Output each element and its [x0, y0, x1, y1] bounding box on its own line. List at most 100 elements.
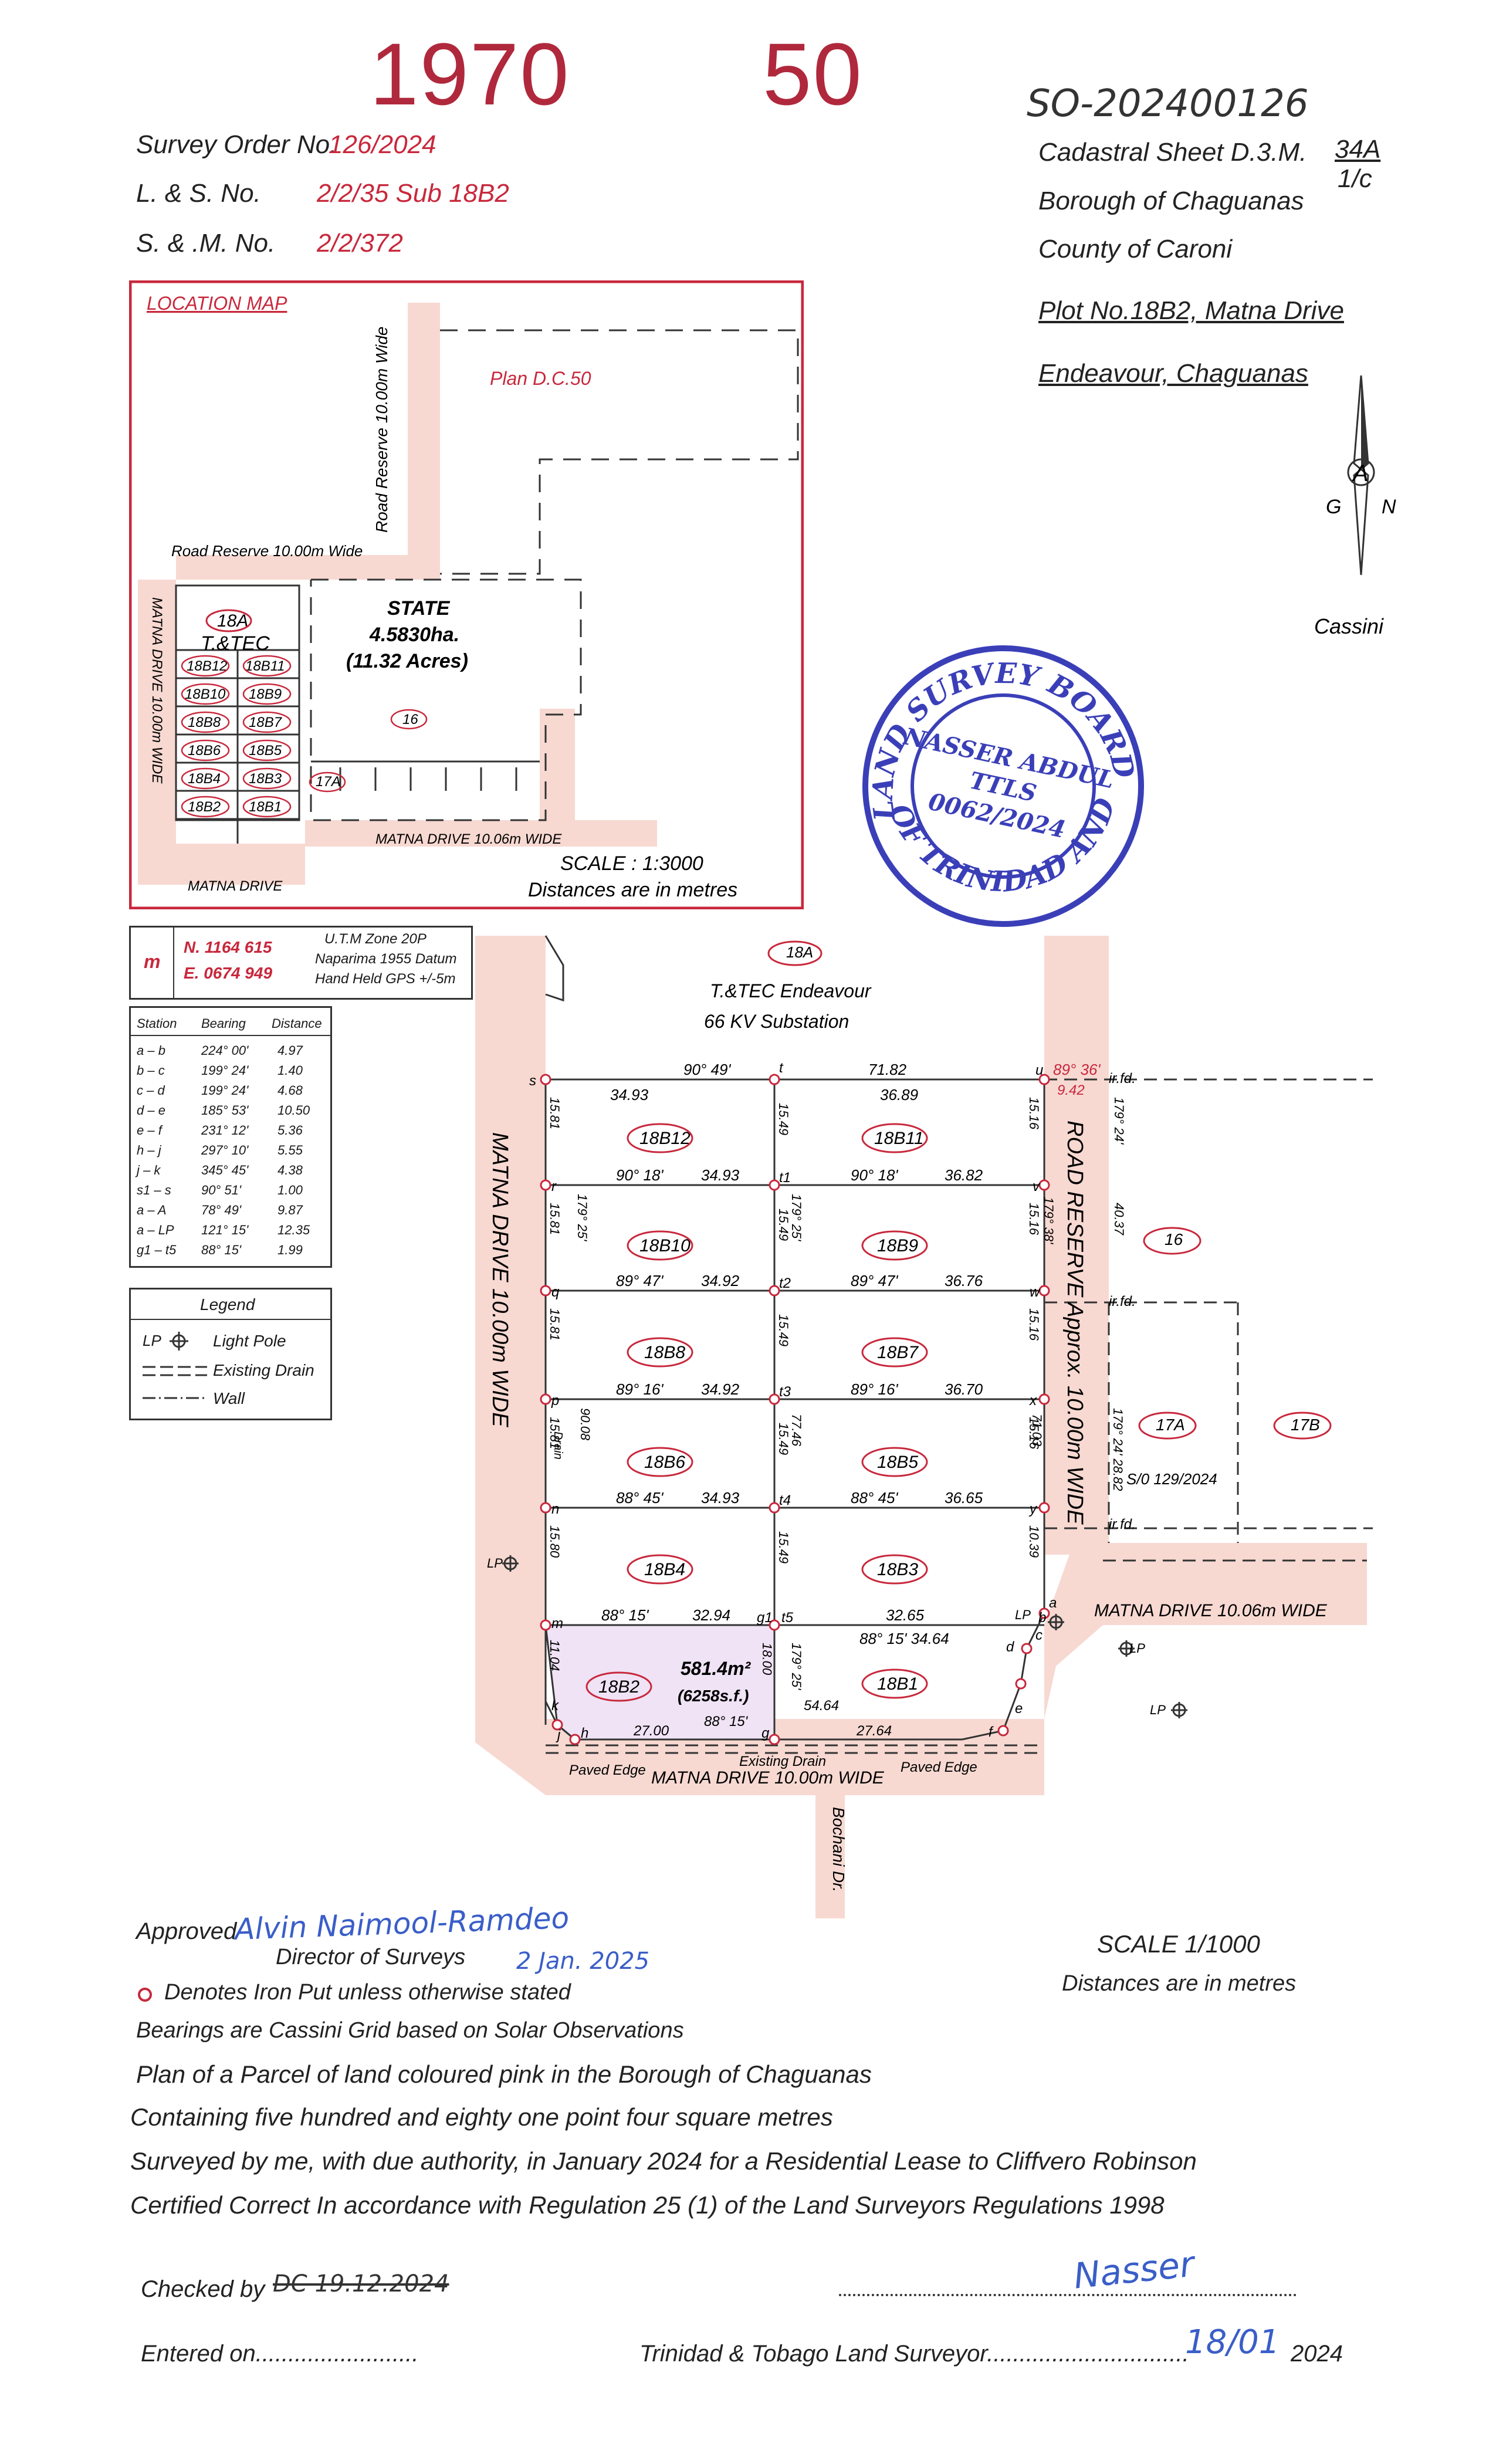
lot-18b3: 18B3 — [877, 1560, 918, 1579]
plan-lot18a: 18A — [786, 943, 813, 961]
lot-18b4: 18B4 — [644, 1560, 685, 1579]
row-bearing-right: 90° 18' — [851, 1166, 898, 1184]
pt-f: f — [989, 1724, 994, 1740]
row-bearing-right: 88° 45' — [851, 1489, 898, 1507]
bot-dist-3: 54.64 — [804, 1698, 839, 1714]
legend-lp: LP — [143, 1332, 161, 1349]
director-signature: Alvin Naimool-Ramdeo — [234, 1901, 570, 1947]
side-dist: 15.49 — [776, 1531, 791, 1563]
loc-matna-h — [305, 820, 657, 847]
loc-area-ac: (11.32 Acres) — [346, 650, 468, 672]
side-dist: 15.81 — [547, 1417, 562, 1449]
plan-lp-1: LP — [487, 1556, 503, 1571]
lot-18b2-area-m2: 581.4m² — [681, 1658, 752, 1679]
pt-m: m — [551, 1616, 563, 1632]
loc-lot-label: 18B9 — [249, 686, 282, 702]
plan-lp-4: LP — [1150, 1703, 1166, 1717]
description-line-4: Certified Correct In accordance with Reg… — [130, 2191, 1165, 2219]
north-arrow-circle — [1347, 458, 1375, 486]
surveyor-date: 18/01 — [1185, 2323, 1280, 2361]
traverse-distance: 1.99 — [277, 1243, 303, 1257]
pt-k: k — [551, 1698, 560, 1714]
plan-irfd-2: ir.fd. — [1109, 1294, 1136, 1309]
pt-b: b — [1038, 1610, 1046, 1626]
wall-segment — [544, 935, 564, 1002]
plan-so: S/0 129/2024 — [1126, 1470, 1217, 1488]
side-dist: 15.16 — [1027, 1417, 1041, 1450]
side-bearing: 179° 25' — [575, 1194, 590, 1241]
traverse-station: j – k — [137, 1163, 161, 1177]
traverse-distance: 5.36 — [277, 1123, 303, 1138]
plan-matna-left: MATNA DRIVE 10.00m WIDE — [488, 1132, 512, 1427]
row-bearing-left: 88° 45' — [616, 1489, 664, 1507]
u-dist: 9.42 — [1057, 1082, 1085, 1098]
traverse-distance: 1.00 — [277, 1183, 303, 1197]
loc-lot-label: 18B5 — [249, 743, 282, 759]
pt-t5: t5 — [781, 1610, 794, 1626]
legend-title: Legend — [200, 1295, 255, 1314]
traverse-header-distance: Distance — [272, 1016, 322, 1031]
loc-lot-label: 18B8 — [188, 715, 221, 730]
row-bearing-right: 89° 16' — [851, 1380, 898, 1398]
utm-easting: E. 0674 949 — [184, 964, 273, 982]
surveyor-label: Trinidad & Tobago Land Surveyor.........… — [639, 2341, 1189, 2367]
matna-drive-left-road — [475, 936, 546, 1613]
north-arrow-bottom — [1353, 468, 1369, 576]
plan-lot-circles — [585, 1123, 928, 1702]
north-arrow-a: A — [1352, 461, 1369, 486]
utm-m: m — [144, 951, 161, 972]
utm-box: m N. 1164 615 E. 0674 949 U.T.M Zone 20P… — [129, 926, 473, 1000]
side-dist: 15.49 — [776, 1423, 791, 1455]
top-bearing: 90° 49' — [683, 1061, 731, 1078]
side-dist: 15.49 — [776, 1314, 791, 1346]
pt-u: u — [1035, 1062, 1043, 1078]
bearings-note: Bearings are Cassini Grid based on Solar… — [136, 2018, 684, 2043]
cadastral-sheet: Cadastral Sheet D.3.M. — [1038, 138, 1307, 167]
side-dist: 15.16 — [1027, 1203, 1041, 1236]
traverse-bearing: 90° 51' — [201, 1183, 242, 1197]
legend-wall: Wall — [213, 1389, 245, 1407]
lot-18b8: 18B8 — [644, 1343, 685, 1362]
side-bearing: 179° 25' — [789, 1194, 804, 1241]
plan-lot18a-circle — [767, 940, 823, 966]
loc-lot-dividers — [176, 677, 299, 820]
loc-lot-label: 18B3 — [249, 771, 282, 787]
stamp-outer-ring — [862, 645, 1144, 927]
pt-x: x — [1029, 1393, 1037, 1409]
loc-matna-bottom — [138, 844, 305, 885]
plan-lot17b-circle — [1273, 1412, 1332, 1440]
loc-lot-label: 18B6 — [188, 743, 221, 759]
surveyor-year: 2024 — [1291, 2341, 1343, 2367]
traverse-distance: 5.55 — [277, 1143, 303, 1157]
pt-q: q — [551, 1284, 560, 1300]
lot-18b7: 18B7 — [877, 1343, 919, 1362]
loc-matna-h: MATNA DRIVE 10.06m WIDE — [375, 831, 562, 847]
entered-label: Entered on......................... — [141, 2341, 419, 2367]
loc-lot17a: 17A — [316, 774, 341, 790]
traverse-distance: 10.50 — [277, 1103, 310, 1118]
signature-line — [839, 2294, 1297, 2296]
light-pole-markers — [502, 1555, 1187, 1718]
north-arrow: A G N Cassini — [1314, 375, 1396, 638]
lot-18b10: 18B10 — [639, 1236, 691, 1255]
side-dist: 11.04 — [547, 1640, 562, 1671]
top-dist-left: 34.93 — [610, 1086, 649, 1104]
legend-rule — [131, 1319, 330, 1320]
row-bearing-left: 89° 16' — [616, 1380, 664, 1398]
scale-label: SCALE 1/1000 — [1097, 1930, 1260, 1958]
light-pole-icon — [170, 1332, 188, 1351]
traverse-station: e – f — [137, 1123, 162, 1138]
pt-p: p — [551, 1393, 559, 1409]
bot-bearing: 88° 15' — [704, 1714, 749, 1729]
loc-road-reserve-v: Road Reserve 10.00m Wide — [373, 327, 391, 533]
boundary-dashed — [546, 1078, 1373, 1754]
traverse-distance: 1.40 — [277, 1063, 303, 1078]
pt-w: w — [1030, 1284, 1041, 1300]
plan-irfd-3: ir.fd. — [1109, 1517, 1136, 1532]
loc-road-reserve-h: Road Reserve 10.00m Wide — [171, 542, 363, 560]
approved-label: Approved — [136, 1918, 237, 1944]
legend-existing-drain: Existing Drain — [213, 1361, 314, 1379]
traverse-station: a – LP — [137, 1223, 174, 1237]
lot-18b12: 18B12 — [639, 1129, 691, 1148]
